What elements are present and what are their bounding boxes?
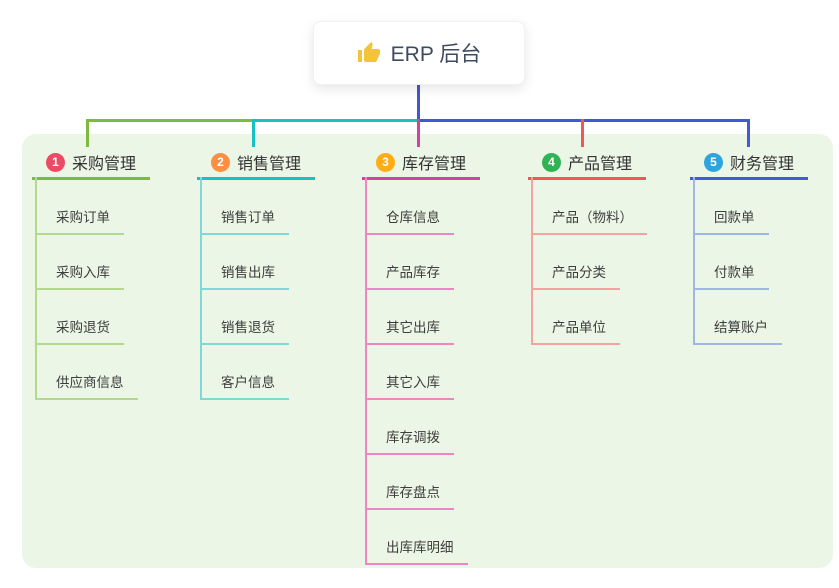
branch-label: 采购管理 [71, 156, 136, 173]
branch-1: 1 采购管理 采购订单采购入库采购退货供应商信息 [32, 147, 162, 400]
branch-node[interactable]: 1 采购管理 [32, 147, 150, 180]
branch-label: 库存管理 [401, 156, 466, 173]
child-node[interactable]: 库存盘点 [365, 455, 454, 510]
child-node[interactable]: 采购入库 [35, 235, 124, 290]
root-connector [417, 83, 420, 121]
root-node[interactable]: ERP 后台 [313, 21, 525, 85]
priority-badge: 4 [541, 152, 561, 172]
thumbs-up-icon [357, 42, 380, 62]
branch-node[interactable]: 5 财务管理 [690, 147, 808, 180]
child-node[interactable]: 付款单 [693, 235, 769, 290]
drop-connector-sales [252, 119, 255, 147]
child-node[interactable]: 销售出库 [200, 235, 289, 290]
child-node[interactable]: 回款单 [693, 180, 769, 235]
branch-label: 产品管理 [567, 156, 632, 173]
branch-spine-connector [365, 177, 367, 565]
bus-connector-purchase [86, 119, 253, 122]
branch-spine-connector [531, 177, 533, 345]
priority-badge: 5 [703, 152, 723, 172]
branch-5: 5 财务管理 回款单付款单结算账户 [690, 147, 820, 345]
branch-children: 销售订单销售出库销售退货客户信息 [200, 180, 327, 400]
child-node[interactable]: 产品（物料） [531, 180, 647, 235]
branches-panel [22, 134, 833, 568]
child-node[interactable]: 采购订单 [35, 180, 124, 235]
drop-connector-product [581, 119, 584, 147]
branch-2: 2 销售管理 销售订单销售出库销售退货客户信息 [197, 147, 327, 400]
branch-children: 仓库信息产品库存其它出库其它入库库存调拨库存盘点出库库明细 [365, 180, 492, 565]
child-node[interactable]: 产品单位 [531, 290, 620, 345]
root-label: ERP 后台 [390, 43, 482, 66]
branch-spine-connector [35, 177, 37, 400]
branch-label: 财务管理 [729, 156, 794, 173]
branch-label: 销售管理 [236, 156, 301, 173]
child-node[interactable]: 仓库信息 [365, 180, 454, 235]
branch-children: 采购订单采购入库采购退货供应商信息 [35, 180, 162, 400]
priority-badge: 2 [210, 152, 230, 172]
drop-connector-finance [747, 119, 750, 147]
child-node[interactable]: 产品分类 [531, 235, 620, 290]
child-node[interactable]: 客户信息 [200, 345, 289, 400]
child-node[interactable]: 结算账户 [693, 290, 782, 345]
child-node[interactable]: 销售退货 [200, 290, 289, 345]
branch-node[interactable]: 4 产品管理 [528, 147, 646, 180]
branch-children: 回款单付款单结算账户 [693, 180, 820, 345]
branch-children: 产品（物料）产品分类产品单位 [531, 180, 658, 345]
branch-4: 4 产品管理 产品（物料）产品分类产品单位 [528, 147, 658, 345]
child-node[interactable]: 其它入库 [365, 345, 454, 400]
child-node[interactable]: 其它出库 [365, 290, 454, 345]
branch-spine-connector [693, 177, 695, 345]
priority-badge: 1 [45, 152, 65, 172]
branch-3: 3 库存管理 仓库信息产品库存其它出库其它入库库存调拨库存盘点出库库明细 [362, 147, 492, 565]
child-node[interactable]: 出库库明细 [365, 510, 468, 565]
bus-connector-sales [252, 119, 418, 122]
child-node[interactable]: 采购退货 [35, 290, 124, 345]
drop-connector-purchase [86, 119, 89, 147]
branch-node[interactable]: 2 销售管理 [197, 147, 315, 180]
priority-badge: 3 [375, 152, 395, 172]
child-node[interactable]: 销售订单 [200, 180, 289, 235]
child-node[interactable]: 库存调拨 [365, 400, 454, 455]
branch-spine-connector [200, 177, 202, 400]
child-node[interactable]: 供应商信息 [35, 345, 138, 400]
drop-connector-inventory [417, 119, 420, 147]
child-node[interactable]: 产品库存 [365, 235, 454, 290]
branch-node[interactable]: 3 库存管理 [362, 147, 480, 180]
